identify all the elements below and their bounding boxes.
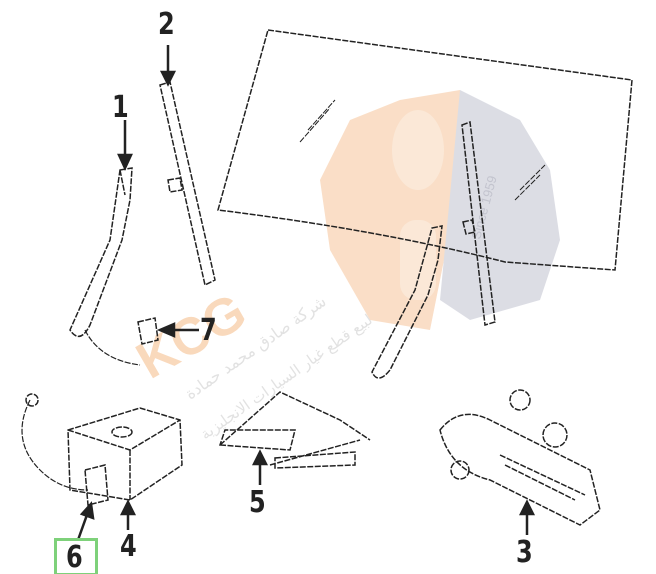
svg-text:KCG: KCG [127, 282, 256, 390]
watermark-logo: KCG Since 1959 شركة صادق محمد حمادة لبيع… [127, 90, 560, 443]
callout-3[interactable]: 3 [516, 535, 533, 570]
wiper-blade [159, 81, 216, 287]
wiper-blade-right [461, 120, 496, 326]
callout-1[interactable]: 1 [112, 90, 129, 125]
callout-7[interactable]: 7 [200, 313, 217, 348]
wiper-arm [69, 167, 133, 338]
washer-pump [84, 464, 109, 506]
callout-5[interactable]: 5 [249, 485, 266, 520]
callout-2[interactable]: 2 [158, 7, 175, 42]
wiper-linkage [218, 391, 371, 469]
callout-6[interactable]: 6 [66, 540, 83, 574]
callout-4[interactable]: 4 [120, 529, 137, 564]
windshield [217, 29, 633, 271]
wiper-arm-right [371, 225, 443, 379]
washer-reservoir [67, 407, 183, 501]
clip [137, 317, 159, 345]
wiper-motor [439, 413, 601, 526]
